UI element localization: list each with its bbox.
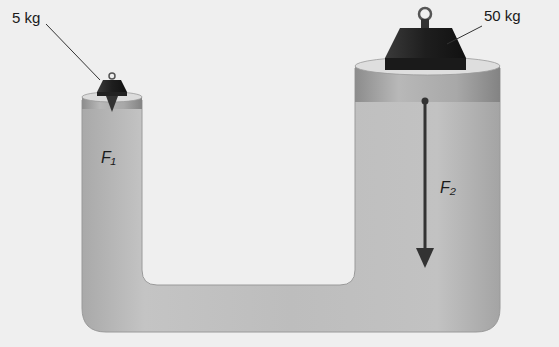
leader-line — [46, 24, 100, 80]
force-label: F₂ — [440, 180, 456, 196]
force-arrow-large — [424, 101, 427, 262]
large-weight-base — [385, 58, 466, 70]
force-arrowhead-large — [416, 248, 434, 268]
force-label: F₁ — [101, 150, 116, 166]
large-weight-ring — [419, 8, 431, 20]
large-weight — [385, 28, 466, 58]
force-arrow-small — [106, 96, 118, 112]
small-weight-base — [97, 92, 127, 96]
small-weight-ring — [109, 73, 115, 79]
mass-label: 50 kg — [484, 8, 521, 23]
small-weight — [97, 80, 127, 92]
u-tube — [82, 68, 500, 332]
leader-line — [447, 26, 482, 44]
large-piston-top — [355, 57, 500, 75]
mass-label: 5 kg — [12, 10, 40, 25]
large-weight-stem — [421, 19, 429, 28]
